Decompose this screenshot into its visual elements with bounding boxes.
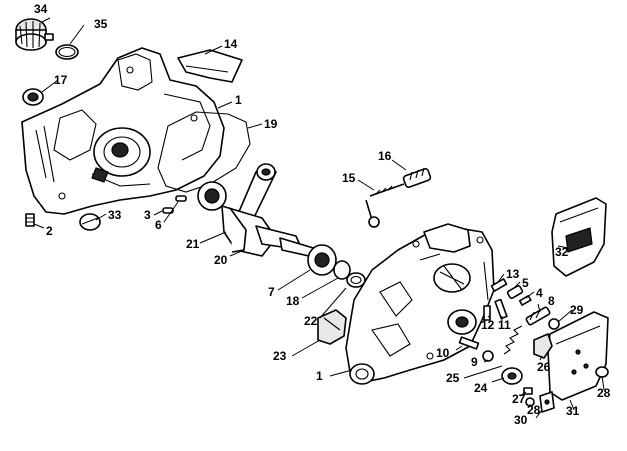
callout-25: 25	[446, 371, 460, 385]
part-11-screw	[494, 298, 508, 320]
part-9-nut	[482, 350, 494, 362]
callout-23: 23	[273, 349, 287, 363]
callout-27: 27	[512, 392, 526, 406]
part-34-valve-cap	[15, 18, 54, 51]
callout-31: 31	[566, 404, 580, 418]
callout-10: 10	[436, 346, 450, 360]
callout-18: 18	[286, 294, 300, 308]
part-3-pin	[162, 207, 174, 214]
leader-lines	[33, 17, 605, 419]
callout-3: 3	[144, 208, 151, 222]
part-29-nut	[548, 318, 560, 330]
part-18-ring	[333, 260, 351, 280]
part-1-crankcase-left	[21, 47, 225, 215]
callout-1: 1	[235, 93, 242, 107]
callout-28-lower: 28	[527, 403, 541, 417]
callout-4: 4	[536, 286, 543, 300]
part-8-bolt	[525, 306, 551, 326]
part-12-screw	[483, 305, 491, 321]
callout-35: 35	[94, 17, 108, 31]
part-10-screw	[458, 336, 480, 350]
callout-12: 12	[481, 318, 495, 332]
part-16-fitting	[402, 167, 432, 189]
callout-19: 19	[264, 117, 278, 131]
callout-17: 17	[54, 73, 68, 87]
callout-7: 7	[268, 285, 275, 299]
callout-26: 26	[537, 360, 551, 374]
callout-30: 30	[514, 413, 528, 427]
callout-9: 9	[471, 355, 478, 369]
callout-15: 15	[342, 171, 356, 185]
callout-labels: 34 35 14 17 1 19 16 15 3 6 2 33 21 20 32…	[34, 2, 611, 427]
callout-16: 16	[378, 149, 392, 163]
part-27-screw	[523, 387, 533, 395]
part-25-spring	[503, 325, 523, 355]
part-13-screw	[490, 278, 508, 292]
part-23-bracket	[317, 309, 347, 345]
part-1-crankcase-right	[345, 223, 495, 385]
part-15-fuel-pipe	[365, 183, 405, 228]
callout-8: 8	[548, 294, 555, 308]
part-26-bracket	[533, 333, 553, 359]
part-32-cover	[551, 197, 607, 277]
callout-29: 29	[570, 303, 584, 317]
callout-32: 32	[555, 245, 569, 259]
callout-34: 34	[34, 2, 48, 16]
part-2-screw	[25, 213, 35, 227]
part-5-sleeve	[506, 284, 524, 300]
callout-22: 22	[304, 314, 318, 328]
callout-11: 11	[498, 318, 511, 332]
callout-2: 2	[46, 224, 53, 238]
callout-5: 5	[522, 276, 529, 290]
part-14-plate	[177, 49, 243, 83]
part-6-pin	[175, 195, 187, 202]
part-28-screw-right	[595, 366, 609, 378]
callout-1-right: 1	[316, 369, 323, 383]
callout-28-right: 28	[597, 386, 611, 400]
part-33-plug	[79, 213, 101, 231]
part-17-seal	[22, 88, 44, 106]
callout-13: 13	[506, 267, 520, 281]
part-4-pin	[518, 294, 532, 306]
callout-14: 14	[224, 37, 238, 51]
part-24-valve	[501, 367, 523, 385]
callout-21: 21	[186, 237, 200, 251]
callout-6: 6	[155, 218, 162, 232]
part-31-cover	[547, 311, 609, 401]
callout-33: 33	[108, 208, 122, 222]
callout-20: 20	[214, 253, 228, 267]
part-19-gasket	[157, 111, 251, 193]
part-22-washer	[346, 272, 366, 288]
crankshaft-assembly	[197, 163, 321, 259]
callout-24: 24	[474, 381, 488, 395]
part-7-bearing	[307, 244, 337, 276]
part-30-plate	[539, 391, 555, 413]
